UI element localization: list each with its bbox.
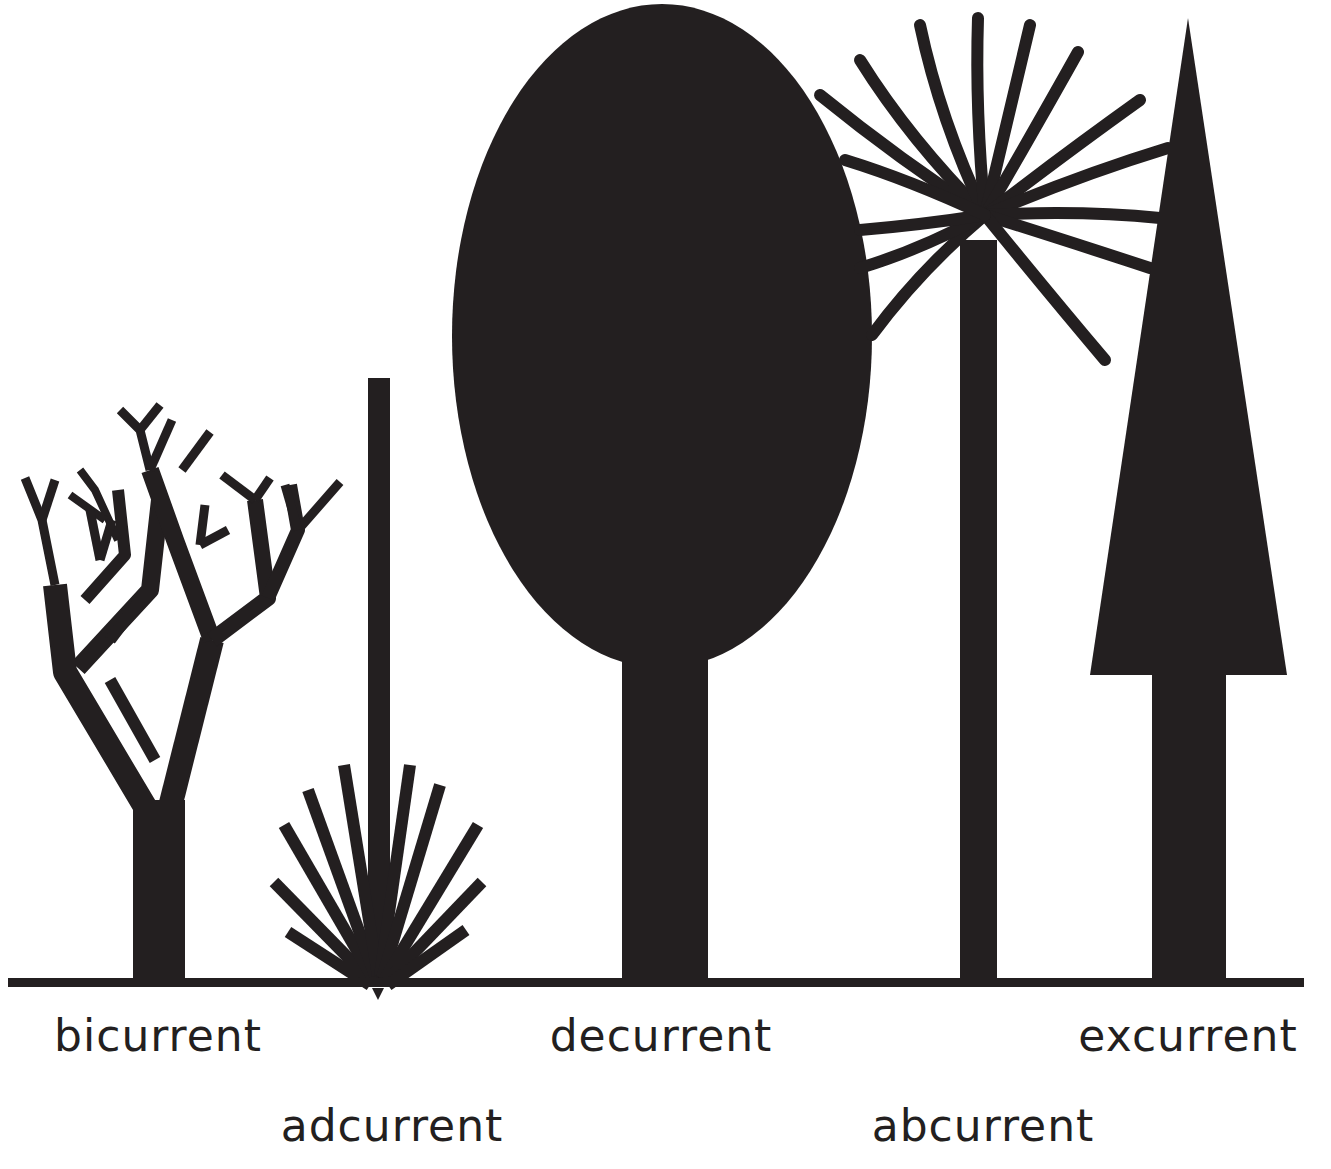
ground-line — [8, 978, 1304, 987]
excurrent-trunk — [1152, 660, 1226, 985]
bicurrent-trunk — [133, 800, 185, 985]
decurrent-trunk — [622, 640, 708, 985]
tree-form-label: excurrent — [1078, 1014, 1297, 1058]
tree-form-label: bicurrent — [54, 1014, 262, 1058]
bicurrent-tree — [25, 405, 340, 815]
decurrent-crown — [452, 4, 872, 668]
tree-form-label: adcurrent — [281, 1104, 504, 1148]
abcurrent-trunk — [960, 240, 997, 985]
tree-form-label: abcurrent — [872, 1104, 1095, 1148]
excurrent-crown — [1090, 18, 1287, 675]
adcurrent-root — [372, 988, 384, 1000]
tree-silhouettes — [8, 4, 1304, 1000]
tree-form-label: decurrent — [550, 1014, 773, 1058]
adcurrent-fan — [274, 765, 482, 985]
abcurrent-fronds — [820, 18, 1168, 360]
